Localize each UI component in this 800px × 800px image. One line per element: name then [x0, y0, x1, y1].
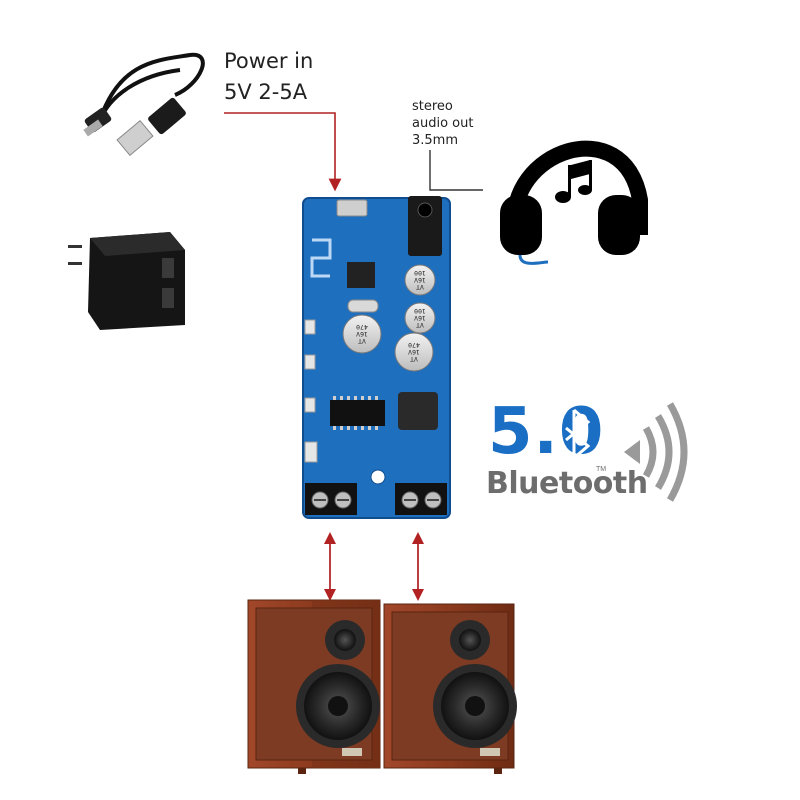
- bluetooth-chip: [347, 262, 375, 288]
- capacitor-label: 16V: [414, 314, 426, 322]
- capacitor-label: 16V: [408, 348, 420, 356]
- power-arrow: [224, 112, 342, 192]
- signal-waves-icon: [624, 402, 688, 502]
- audio-label-line1: stereo: [412, 99, 453, 114]
- capacitor-top: [404, 302, 436, 334]
- power-label-line1: Power in: [224, 49, 314, 73]
- capacitor-label: VT: [358, 337, 366, 345]
- terminal-block-right: [395, 483, 447, 515]
- speaker-arrows: [324, 532, 424, 601]
- capacitor-label: VT: [416, 283, 424, 291]
- speaker-icon: [247, 599, 381, 774]
- bluetooth-version: 5.0: [488, 395, 605, 469]
- power-label-line2: 5V 2-5A: [224, 80, 308, 104]
- bluetooth-rune-icon: [565, 408, 591, 462]
- capacitor-label: 100: [414, 269, 426, 277]
- board-button-2: [304, 354, 316, 370]
- bluetooth-wordmark: Bluetooth: [486, 466, 648, 501]
- audio-label-line3: 3.5mm: [412, 133, 459, 148]
- capacitor-label: 100: [414, 307, 426, 315]
- capacitor-top: [342, 314, 382, 354]
- board-switch: [304, 441, 318, 463]
- audio-out-line: [429, 150, 483, 191]
- capacitor-label: VT: [410, 355, 418, 363]
- audio-label-line2: audio out: [412, 116, 474, 131]
- crystal: [347, 299, 379, 313]
- capacitor-label: VT: [416, 321, 424, 329]
- capacitor-top: [404, 264, 436, 296]
- speaker-icon: [383, 603, 517, 774]
- capacitor-label: 16V: [414, 276, 426, 284]
- inductor: [398, 392, 438, 430]
- bluetooth-trademark: TM: [596, 466, 607, 473]
- power-in-label: Power in 5V 2-5A: [224, 46, 313, 108]
- terminal-block-left: [305, 483, 357, 515]
- micro-usb-port: [336, 199, 368, 217]
- capacitor-label: 470: [356, 323, 368, 331]
- music-note-icon: [555, 160, 592, 203]
- wall-charger-icon: [68, 232, 185, 330]
- usb-cable-icon: [83, 52, 205, 157]
- capacitor-label: 470: [408, 341, 420, 349]
- capacitor-top: [394, 332, 434, 372]
- capacitor-label: 16V: [356, 330, 368, 338]
- amp-ic: [330, 400, 385, 426]
- audio-out-label: stereo audio out 3.5mm: [412, 98, 473, 149]
- board-button-3: [304, 397, 316, 413]
- headphones-icon: [500, 140, 648, 265]
- audio-jack: [408, 196, 442, 256]
- board-button-1: [304, 319, 316, 335]
- antenna-trace: [310, 238, 332, 278]
